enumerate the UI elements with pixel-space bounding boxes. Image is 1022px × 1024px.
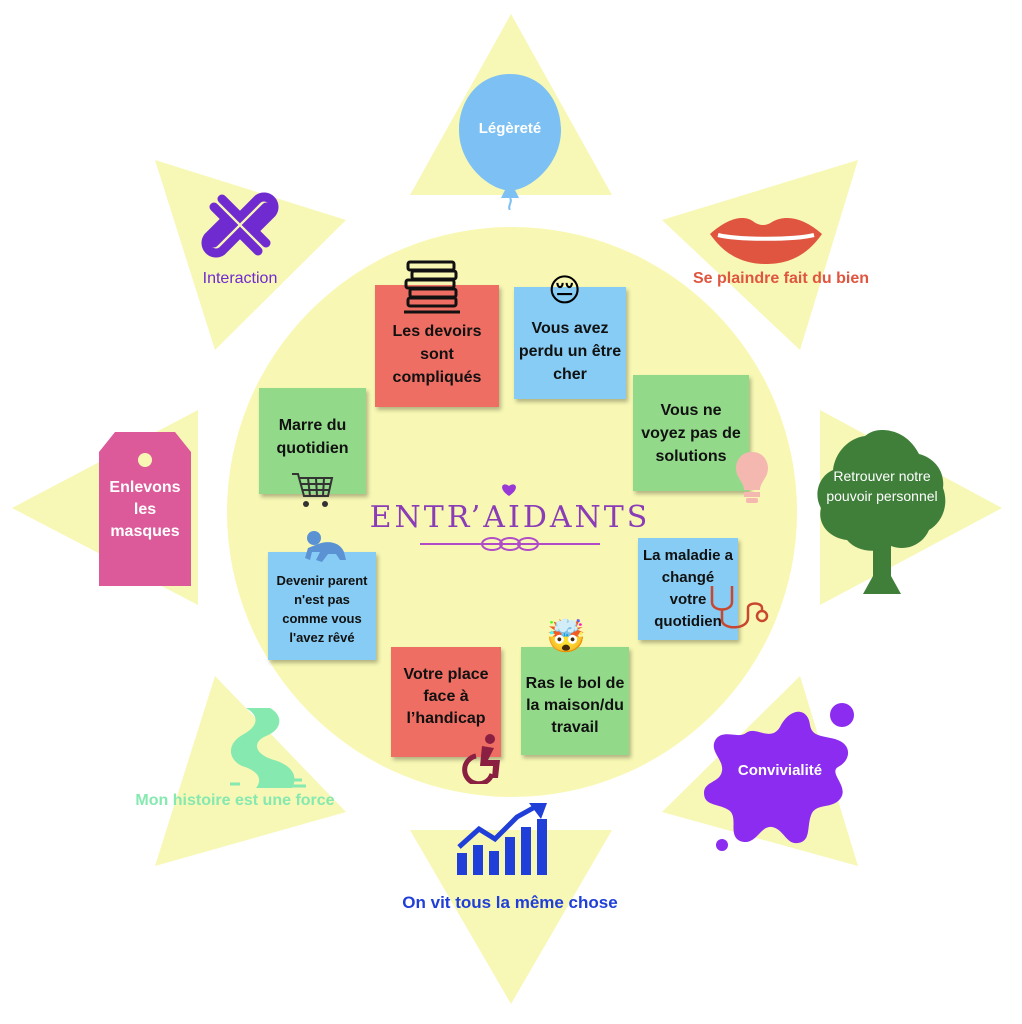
note-place: Votre place face à l’handicap: [391, 647, 501, 757]
ray-southwest: [155, 676, 346, 866]
note-text-ras-le-bol: Ras le bol de la maison/du travail: [525, 675, 625, 736]
interaction-knot-icon: [201, 192, 279, 258]
note-parent: Devenir parent n'est pas comme vous l'av…: [268, 552, 376, 660]
ornament-divider: [420, 537, 600, 551]
balloon-icon: [459, 74, 561, 210]
note-solutions: Vous ne voyez pas de solutions: [633, 375, 749, 491]
note-text-perdu: Vous avez perdu un être cher: [518, 319, 622, 383]
ray-label-mon-histoire: Mon histoire est une force: [135, 792, 335, 809]
tree-icon: [817, 430, 946, 594]
ray-northwest: [155, 160, 346, 350]
ray-label-se-plaindre: Se plaindre fait du bien: [692, 270, 870, 287]
shopping-cart-icon: [292, 473, 334, 507]
exploding-head-icon: 🤯: [546, 618, 586, 654]
books-icon: [404, 260, 460, 314]
ray-label-enlevons: Enlevons les masques: [109, 479, 181, 540]
ray-label-retrouver: Retrouver notre pouvoir personnel: [826, 468, 938, 504]
ray-label-on-vit: On vit tous la même chose: [402, 893, 618, 912]
note-text-place: Votre place face à l’handicap: [403, 666, 489, 727]
paint-splash-icon: [704, 703, 854, 851]
note-text-marre: Marre du quotidien: [276, 417, 349, 457]
note-text-devoirs: Les devoirs sont compliqués: [392, 322, 482, 386]
note-ras-le-bol: Ras le bol de la maison/du travail: [521, 647, 629, 755]
ray-label-convivialite: Convivialité: [737, 762, 823, 779]
brand-title: ENTR’AIDANTS: [369, 500, 651, 535]
sad-face-icon: 😔: [548, 272, 582, 308]
ray-label-interaction: Interaction: [202, 270, 278, 287]
river-icon: [230, 708, 306, 788]
note-text-parent: Devenir parent n'est pas comme vous l'av…: [276, 573, 368, 645]
lightbulb-icon: [736, 452, 768, 503]
price-tag-icon: [99, 432, 191, 586]
wheelchair-icon: [462, 734, 500, 784]
ray-label-legerete: Légèreté: [478, 120, 542, 137]
heart-icon: [502, 484, 516, 496]
stethoscope-icon: [710, 586, 769, 629]
baby-crawling-icon: [305, 531, 346, 562]
note-maladie: La maladie a changé votre quotidien: [638, 538, 738, 640]
growth-chart-icon: [457, 803, 547, 875]
note-text-maladie: La maladie a changé votre quotidien: [642, 547, 734, 630]
note-text-solutions: Vous ne voyez pas de solutions: [641, 401, 741, 465]
note-perdu: Vous avez perdu un être cher: [514, 287, 626, 399]
lips-icon: [710, 218, 822, 264]
note-marre: Marre du quotidien: [259, 388, 366, 494]
